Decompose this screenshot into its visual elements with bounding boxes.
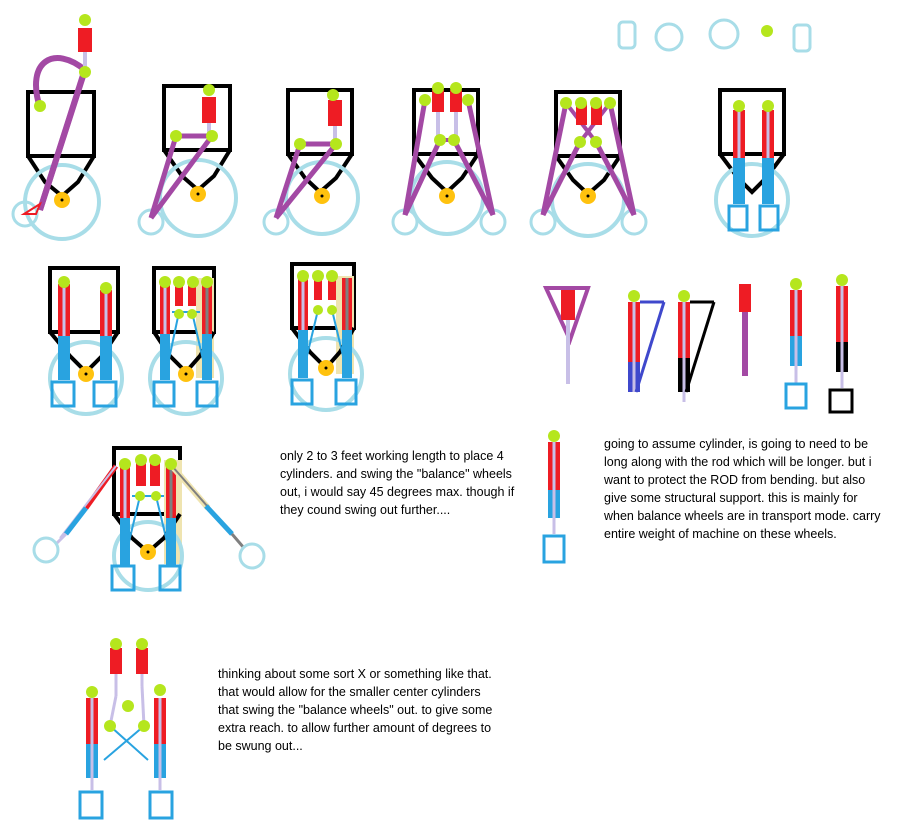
figure-9 [288,262,364,412]
note-working-length: only 2 to 3 feet working length to place… [280,449,515,517]
legend-shapes [617,18,812,53]
x-linkage-figure [78,638,174,820]
figure-7 [48,266,124,416]
cylinder-study-black-brace [678,290,716,402]
figure-4 [391,82,507,236]
figure-6 [714,88,790,238]
legend-pivot-dot [761,25,773,37]
legend-circle-1 [654,22,684,52]
figure-8 [148,266,224,416]
figure-3 [262,88,360,236]
legend-rounded-rect-1 [617,20,637,50]
figure-5 [529,90,648,238]
legend-circle-2 [708,18,740,50]
note-x-linkage: thinking about some sort X or something … [218,667,493,753]
note-cylinder-assumption: going to assume cylinder, is going to ne… [604,437,881,541]
cylinder-study-purple [739,284,751,376]
figure-1 [11,14,101,241]
cylinder-study-black-foot [828,274,854,414]
cylinder-study-blue-foot [784,278,808,410]
cylinder-study-blue-brace [628,290,666,393]
single-cylinder [542,430,566,564]
cylinder-study-funnel [542,286,591,384]
legend-rounded-rect-2 [792,23,812,53]
figure-2 [137,84,238,238]
figure-10 [32,446,266,592]
